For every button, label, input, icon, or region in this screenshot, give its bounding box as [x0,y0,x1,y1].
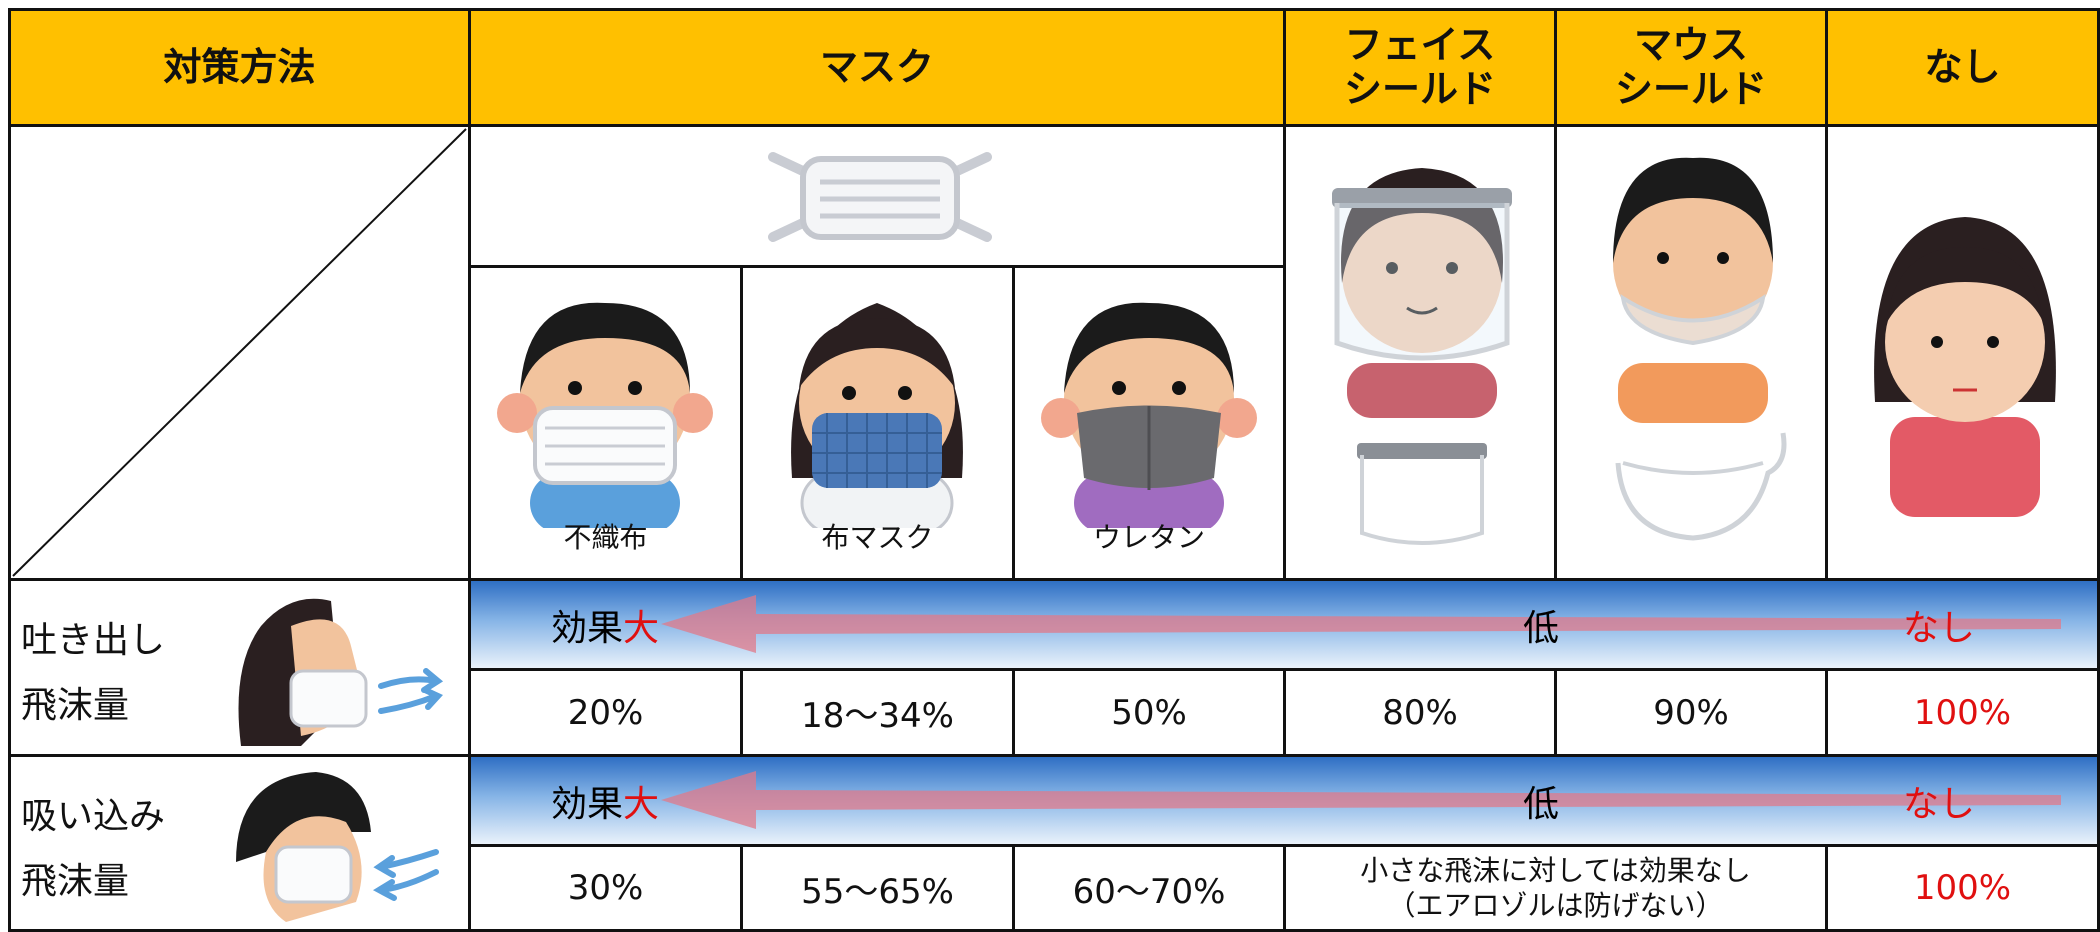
header-mask: マスク [468,8,1286,127]
inhale-value-none: 100% [1825,844,2100,932]
mask-cell-cloth: 布マスク [740,265,1015,581]
mask-cell-nonwoven: 不織布 [468,265,743,581]
inhale-label-line1: 吸い込み [21,796,166,837]
inhale-value-cloth: 55～65% [740,844,1015,932]
person-nonwoven-icon [497,302,713,528]
mask-cell-urethane: ウレタン [1012,265,1286,581]
mask-type-label: ウレタン [1092,521,1205,554]
person-cloth-icon [791,303,963,528]
exhale-value-none: 100% [1825,668,2100,757]
exhale-value-urethane: 50% [1012,668,1286,757]
breath-out-arrow-icon [238,598,444,746]
person-urethane-icon [1041,302,1257,528]
face-shield-cell [1283,124,1557,581]
effect-big-text: 効果大 [551,775,659,827]
inhale-label-cell: 吸い込み 飛沫量 [8,754,471,932]
exhale-label-cell: 吐き出し 飛沫量 [8,578,471,757]
inhale-label-line2: 飛沫量 [21,861,130,902]
exhale-label-line2: 飛沫量 [21,685,130,726]
mouth-shield-icon [1613,157,1787,541]
exhale-value-cloth: 18～34% [740,668,1015,757]
mask-icon [768,152,992,242]
effect-low-text: 低 [1523,608,1560,649]
mask-type-label: 布マスク [821,521,934,554]
diagonal-line [12,128,467,577]
effect-big: 大 [623,784,660,825]
effect-prefix: 効果 [551,608,624,649]
inhale-shield-note: 小さな飛沫に対しては効果なし （エアロゾルは防げない） [1283,844,1828,932]
effect-big-text: 効果大 [551,599,659,651]
effect-low-text: 低 [1523,784,1560,825]
mask-image-cell [468,124,1286,268]
header-method: 対策方法 [8,8,471,127]
effect-arrow-icon [661,771,2061,829]
corner-cell [8,124,471,581]
header-face-shield: フェイス シールド [1283,8,1557,127]
face-shield-icon [1332,168,1512,545]
inhale-effect-band: 効果大 低 なし [468,754,2100,847]
mask-type-label: 不織布 [563,521,648,554]
exhale-value-face-shield: 80% [1283,668,1557,757]
exhale-label-line1: 吐き出し [21,620,166,661]
effect-arrow-icon [661,595,2061,653]
exhale-value-nonwoven: 20% [468,668,743,757]
exhale-value-mouth-shield: 90% [1554,668,1828,757]
header-none: なし [1825,8,2100,127]
shield-note-line1: 小さな飛沫に対しては効果なし [1360,854,1751,887]
breath-in-arrow-icon [236,772,439,922]
inhale-value-urethane: 60～70% [1012,844,1286,932]
none-cell [1825,124,2100,581]
effect-big: 大 [623,608,660,649]
inhale-value-nonwoven: 30% [468,844,743,932]
effect-prefix: 効果 [551,784,624,825]
header-mouth-shield: マウス シールド [1554,8,1828,127]
mouth-shield-cell [1554,124,1828,581]
person-icon [1874,217,2056,517]
effect-none-text: なし [1903,608,1976,649]
effect-none-text: なし [1903,784,1976,825]
shield-note-line2: （エアロゾルは防げない） [1387,889,1724,922]
exhale-effect-band: 効果大 低 なし [468,578,2100,671]
